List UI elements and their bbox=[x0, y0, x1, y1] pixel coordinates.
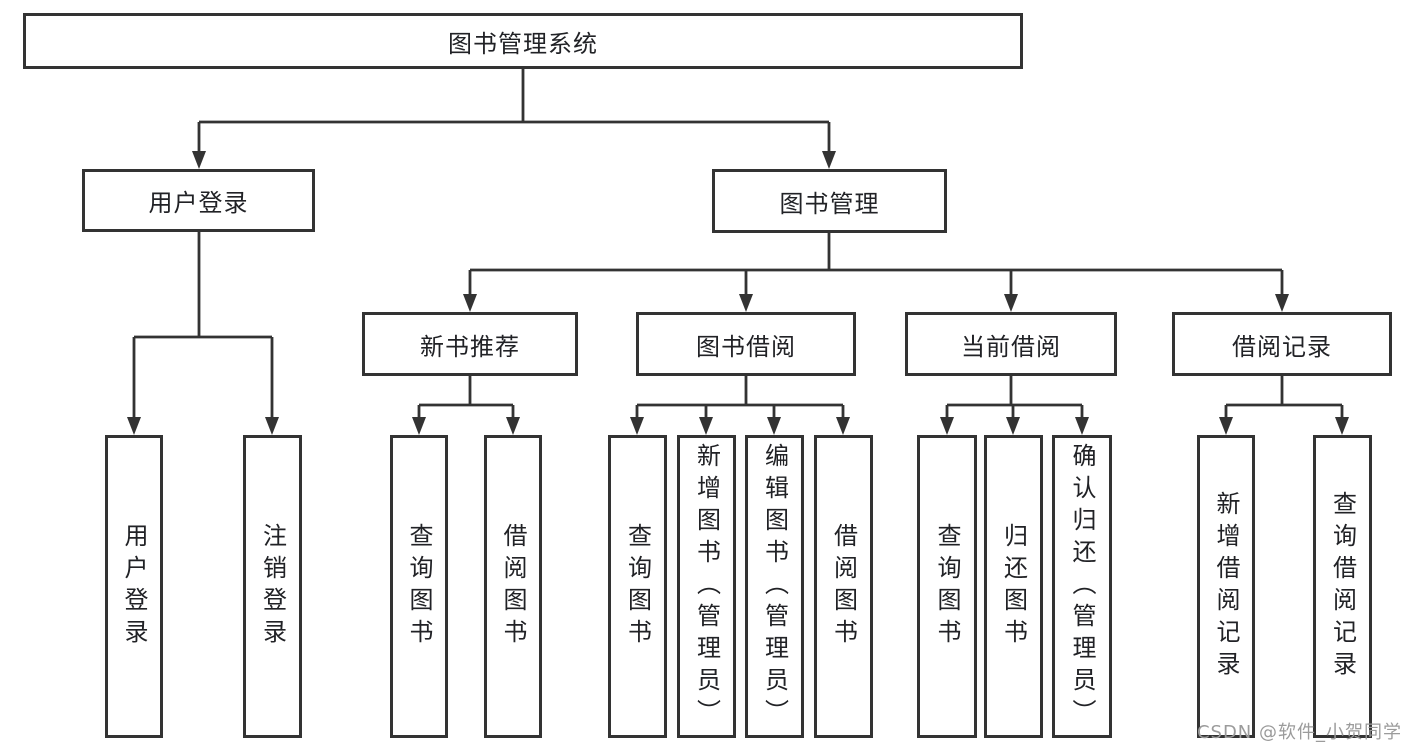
connector-new-book-recommend-to-leaves bbox=[412, 376, 520, 435]
leaf-add-books-admin: 新增图书（管理员） bbox=[677, 435, 736, 738]
connector-book-borrowing-to-leaves bbox=[630, 376, 850, 435]
leaf-query-books-recommend: 查询图书 bbox=[390, 435, 448, 738]
leaf-logout: 注销登录 bbox=[243, 435, 302, 738]
leaf-add-borrow-record: 新增借阅记录 bbox=[1197, 435, 1255, 738]
node-book-management: 图书管理 bbox=[712, 169, 947, 233]
connector-root-to-level2 bbox=[192, 69, 836, 169]
node-book-borrowing: 图书借阅 bbox=[636, 312, 856, 376]
leaf-borrow-books: 借阅图书 bbox=[814, 435, 873, 738]
connector-user-login-to-leaves bbox=[127, 232, 279, 435]
leaf-borrow-books-recommend: 借阅图书 bbox=[484, 435, 542, 738]
node-library-management-system: 图书管理系统 bbox=[23, 13, 1023, 69]
connector-borrowing-records-to-leaves bbox=[1219, 376, 1349, 435]
leaf-query-books-current: 查询图书 bbox=[917, 435, 977, 738]
leaf-user-login: 用户登录 bbox=[105, 435, 163, 738]
leaf-edit-books-admin: 编辑图书（管理员） bbox=[745, 435, 804, 738]
connector-current-borrowing-to-leaves bbox=[940, 376, 1089, 435]
node-user-login: 用户登录 bbox=[82, 169, 315, 232]
node-current-borrowing: 当前借阅 bbox=[905, 312, 1117, 376]
connector-book-management-to-level3 bbox=[463, 233, 1289, 312]
node-borrowing-records: 借阅记录 bbox=[1172, 312, 1392, 376]
leaf-query-borrow-record: 查询借阅记录 bbox=[1313, 435, 1372, 738]
leaf-confirm-return-admin: 确认归还（管理员） bbox=[1052, 435, 1112, 738]
csdn-watermark: CSDN @软件_小贺同学 bbox=[1196, 722, 1402, 743]
leaf-return-books: 归还图书 bbox=[984, 435, 1043, 738]
leaf-query-books-borrowing: 查询图书 bbox=[608, 435, 667, 738]
node-new-book-recommend: 新书推荐 bbox=[362, 312, 578, 376]
